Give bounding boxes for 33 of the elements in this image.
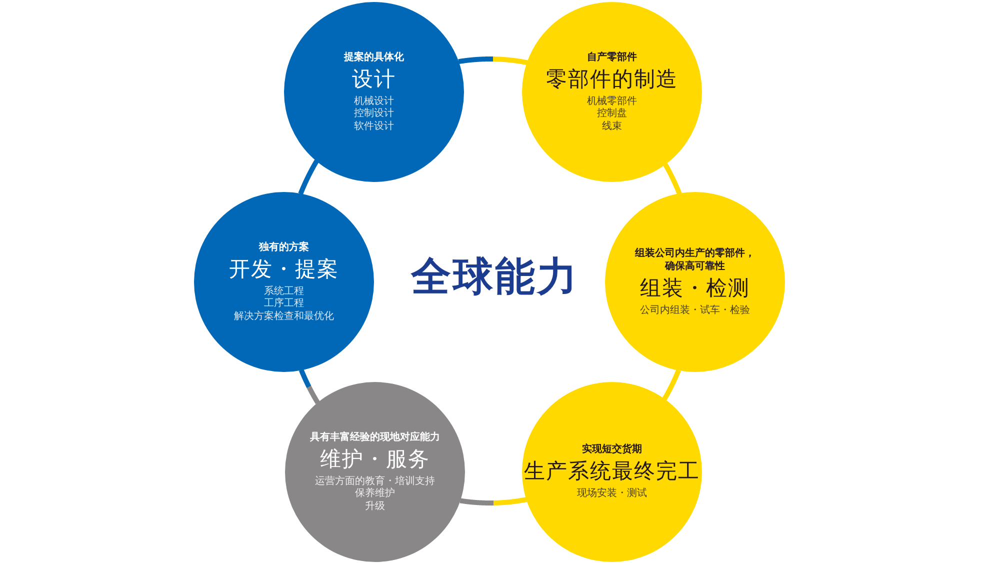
- circle-title: 组装・检测: [640, 274, 750, 302]
- circle-item: 保养维护: [355, 488, 395, 500]
- connector-line: [458, 497, 529, 506]
- circle-title: 零部件的制造: [546, 66, 678, 93]
- circle-heading: 组装公司内生产的零部件，确保高可靠性: [635, 246, 755, 273]
- circle-title: 开发・提案: [229, 256, 339, 283]
- circle-item: 公司内组装・试车・检验: [640, 304, 750, 318]
- circle-item: 软件设计: [354, 120, 394, 134]
- connector-line: [456, 56, 530, 66]
- circle-item: 升级: [365, 500, 385, 514]
- circle-heading: 实现短交货期: [582, 443, 642, 456]
- circle-title: 生产系统最终完工: [524, 458, 700, 486]
- connector-line: [298, 368, 320, 405]
- circle-heading: 提案的具体化: [344, 50, 404, 64]
- circle-item: 控制设计: [354, 108, 394, 120]
- circle-heading: 具有丰富经验的现地对应能力: [310, 430, 440, 444]
- circle-title: 维护・服务: [320, 446, 430, 473]
- circle-item: 系统工程: [264, 286, 304, 298]
- connector-line: [662, 162, 682, 196]
- circle-item: 现场安装・测试: [577, 488, 647, 501]
- circle-item: 工序工程: [264, 298, 304, 310]
- circle-item: 运营方面的教育・培训支持: [315, 476, 435, 488]
- circle-heading: 独有的方案: [259, 240, 309, 254]
- connector-line: [662, 368, 681, 402]
- circle-heading: 自产零部件: [587, 50, 637, 64]
- circle-item: 机械零部件: [587, 96, 637, 108]
- circle-item: 机械设计: [354, 96, 394, 108]
- circle-item: 控制盘: [597, 108, 627, 120]
- circle-title: 设计: [352, 66, 396, 93]
- circle-item: 线束: [602, 120, 622, 134]
- connector-line: [298, 158, 320, 196]
- circle-item: 解决方案检查和最优化: [234, 310, 334, 324]
- center-title: 全球能力: [411, 252, 579, 302]
